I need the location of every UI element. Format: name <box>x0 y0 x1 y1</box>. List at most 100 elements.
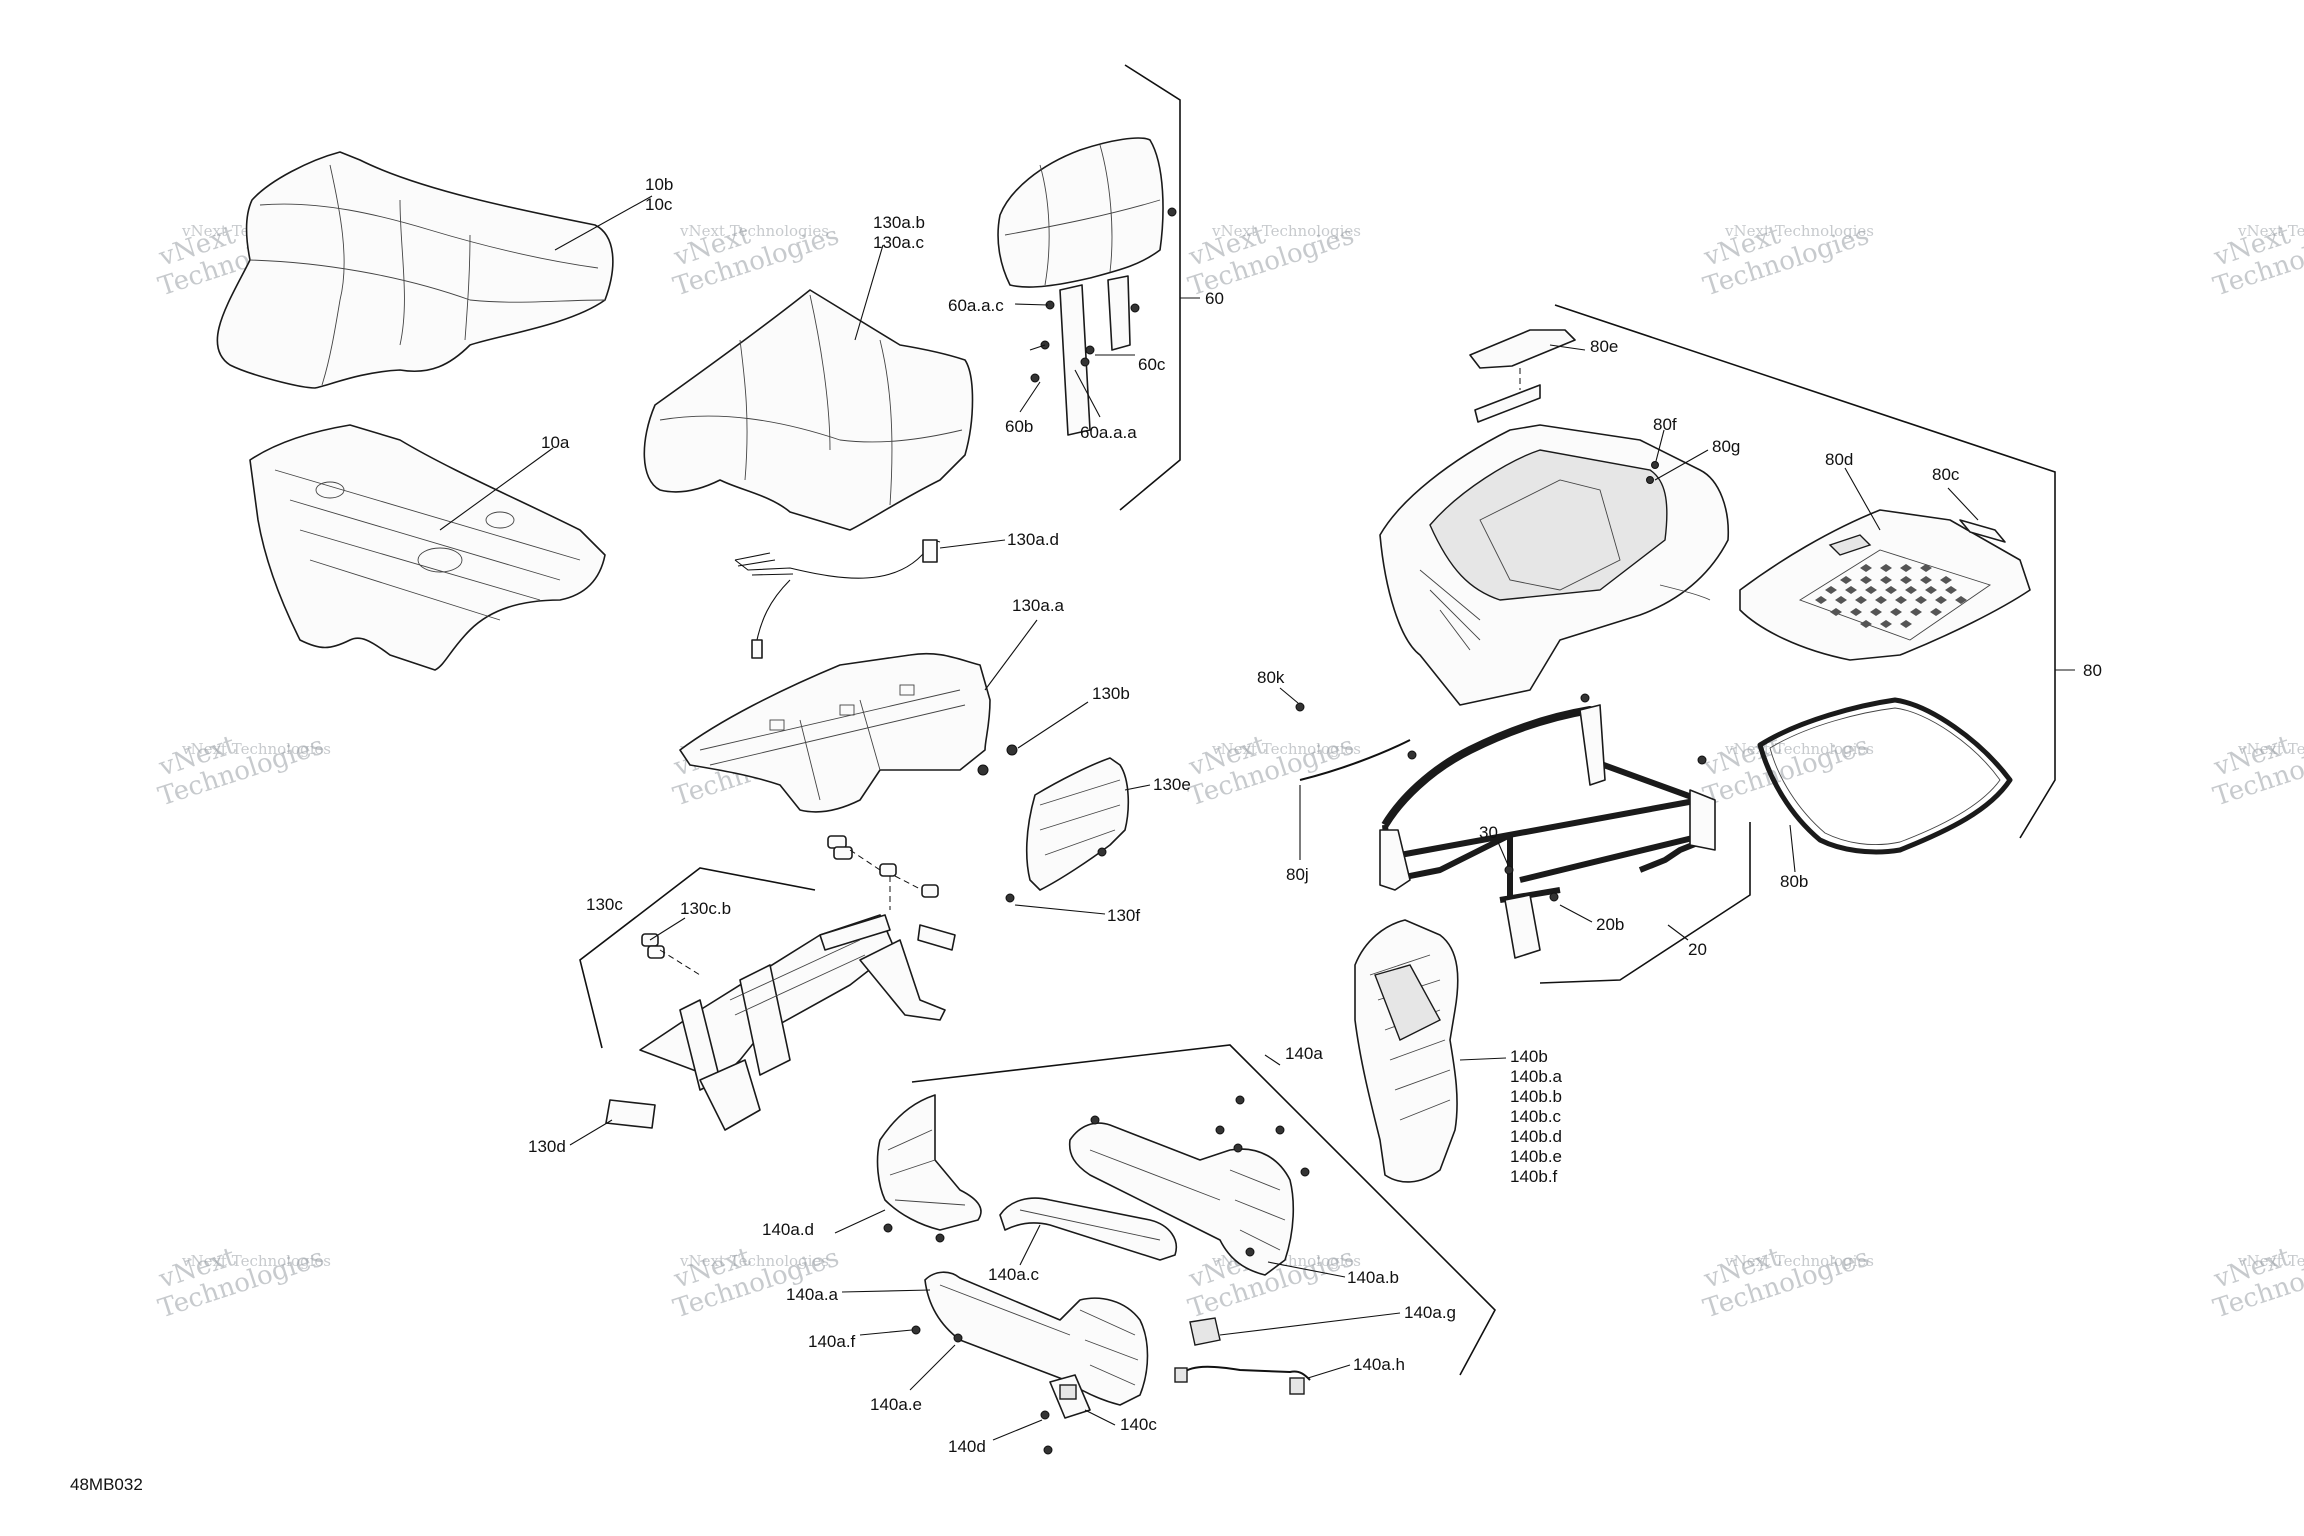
part-140c-bracket[interactable] <box>1040 1374 1091 1455</box>
callout-80d[interactable]: 80d <box>1825 450 1853 469</box>
part-60-backrest[interactable] <box>997 137 1177 436</box>
callout-10c[interactable]: 10c <box>645 195 673 214</box>
callout-140b-e[interactable]: 140b.e <box>1510 1147 1562 1166</box>
callout-130b[interactable]: 130b <box>1092 684 1130 703</box>
leader-line <box>1219 1312 1401 1336</box>
callout-140a-d[interactable]: 140a.d <box>762 1220 814 1239</box>
callout-140a-g[interactable]: 140a.g <box>1404 1303 1456 1322</box>
rod-end <box>922 539 938 563</box>
seat-frame-slot <box>839 704 855 716</box>
callout-130d[interactable]: 130d <box>528 1137 566 1156</box>
part-140ad-front-guard[interactable] <box>876 1094 982 1243</box>
part-130c-seat-frame-assembly[interactable] <box>605 914 956 1131</box>
callout-140b-c[interactable]: 140b.c <box>1510 1107 1562 1126</box>
part-140ah-harness[interactable] <box>1174 1365 1311 1395</box>
callout-140a-h[interactable]: 140a.h <box>1353 1355 1405 1374</box>
bushing <box>879 863 897 877</box>
callout-130e[interactable]: 130e <box>1153 775 1191 794</box>
bolt-shaft <box>1029 344 1046 351</box>
leader-line <box>1549 344 1586 351</box>
part-80b-gasket[interactable] <box>1757 697 2013 855</box>
callout-20[interactable]: 20 <box>1688 940 1707 959</box>
leader-line <box>1559 904 1593 923</box>
part-80e-latch[interactable] <box>1469 329 1576 423</box>
part-140b-side-panel[interactable] <box>1354 919 1459 1183</box>
gasket-inner <box>1769 707 2001 846</box>
callout-60c[interactable]: 60c <box>1138 355 1166 374</box>
part-20-box-frame[interactable] <box>1379 693 1716 959</box>
part-140ag-switch[interactable] <box>1189 1317 1221 1346</box>
part-140aa-side-guard[interactable] <box>911 1271 1149 1406</box>
callout-30[interactable]: 30 <box>1479 823 1498 842</box>
leader-line <box>1947 487 1979 521</box>
callout-80k[interactable]: 80k <box>1257 668 1285 687</box>
part-80-storage-box[interactable] <box>1379 424 1730 706</box>
part-80c-hinge[interactable] <box>1959 519 2006 543</box>
callout-80b[interactable]: 80b <box>1780 872 1808 891</box>
callout-60b[interactable]: 60b <box>1005 417 1033 436</box>
harness-connector <box>1289 1377 1305 1395</box>
leader-line <box>1654 429 1665 466</box>
part-80j-cable[interactable] <box>1299 739 1411 781</box>
part-130aa-rear-seat-frame[interactable] <box>679 652 1018 813</box>
callout-80[interactable]: 80 <box>2083 661 2102 680</box>
callout-80f[interactable]: 80f <box>1653 415 1677 434</box>
part-10b-seat-cushion[interactable] <box>216 151 614 389</box>
part-80d-lid[interactable] <box>1739 509 2031 661</box>
callout-80g[interactable]: 80g <box>1712 437 1740 456</box>
callout-130a-d[interactable]: 130a.d <box>1007 530 1059 549</box>
bolt-icon <box>1580 693 1590 703</box>
bolt-icon <box>1080 357 1090 367</box>
watermark: vNext Technologies <box>679 222 829 240</box>
rear-seat-seam <box>809 294 831 451</box>
leader-line <box>1124 784 1151 791</box>
part-130ab-rear-seat[interactable] <box>643 289 974 531</box>
group-bracket-20 <box>1539 822 1751 984</box>
callout-10b[interactable]: 10b <box>645 175 673 194</box>
bolt-icon <box>1030 373 1040 383</box>
callout-130a-c[interactable]: 130a.c <box>873 233 925 252</box>
callout-140b-b[interactable]: 140b.b <box>1510 1087 1562 1106</box>
callout-60[interactable]: 60 <box>1205 289 1224 308</box>
callout-140d[interactable]: 140d <box>948 1437 986 1456</box>
callout-10a[interactable]: 10a <box>541 433 570 452</box>
callout-130c-b[interactable]: 130c.b <box>680 899 731 918</box>
callout-140a-b[interactable]: 140a.b <box>1347 1268 1399 1287</box>
callout-140a-a[interactable]: 140a.a <box>786 1285 839 1304</box>
callout-140b-a[interactable]: 140b.a <box>1510 1067 1563 1086</box>
callout-140a-c[interactable]: 140a.c <box>988 1265 1040 1284</box>
callout-140a-e[interactable]: 140a.e <box>870 1395 922 1414</box>
callout-80j[interactable]: 80j <box>1286 865 1309 884</box>
callout-140c[interactable]: 140c <box>1120 1415 1157 1434</box>
leader-line <box>1844 467 1881 531</box>
callout-60a-a-c[interactable]: 60a.a.c <box>948 296 1004 315</box>
part-130ad-release-rod[interactable] <box>734 539 941 659</box>
storage-box-opening <box>1429 449 1668 601</box>
watermark: vNext Technologies <box>1724 222 1874 240</box>
callout-130a-b[interactable]: 130a.b <box>873 213 925 232</box>
part-130e-side-cover[interactable] <box>1005 757 1130 903</box>
callout-80c[interactable]: 80c <box>1932 465 1960 484</box>
lid-badge <box>1828 534 1872 556</box>
bolt-icon <box>911 1325 921 1335</box>
leader-line <box>1267 1261 1346 1278</box>
callout-80e[interactable]: 80e <box>1590 337 1618 356</box>
part-140ab-armrest-frame[interactable] <box>1068 1095 1310 1276</box>
callout-140b-f[interactable]: 140b.f <box>1510 1167 1558 1186</box>
callout-130f[interactable]: 130f <box>1107 906 1140 925</box>
callout-140b[interactable]: 140b <box>1510 1047 1548 1066</box>
watermark: vNext Technologies <box>181 740 331 758</box>
callout-130c[interactable]: 130c <box>586 895 623 914</box>
callout-140a[interactable]: 140a <box>1285 1044 1323 1063</box>
callout-60a-a-a[interactable]: 60a.a.a <box>1080 423 1137 442</box>
callout-140a-f[interactable]: 140a.f <box>808 1332 856 1351</box>
bolt-icon <box>1097 847 1107 857</box>
seat-cushion-shape <box>216 151 614 389</box>
part-140ac-armrest-rail[interactable] <box>999 1197 1177 1261</box>
callout-20b[interactable]: 20b <box>1596 915 1624 934</box>
leader-line <box>1017 701 1089 749</box>
part-10a-seat-base[interactable] <box>249 424 606 671</box>
rear-seat-seam <box>659 415 963 443</box>
callout-140b-d[interactable]: 140b.d <box>1510 1127 1562 1146</box>
callout-130a-a[interactable]: 130a.a <box>1012 596 1065 615</box>
